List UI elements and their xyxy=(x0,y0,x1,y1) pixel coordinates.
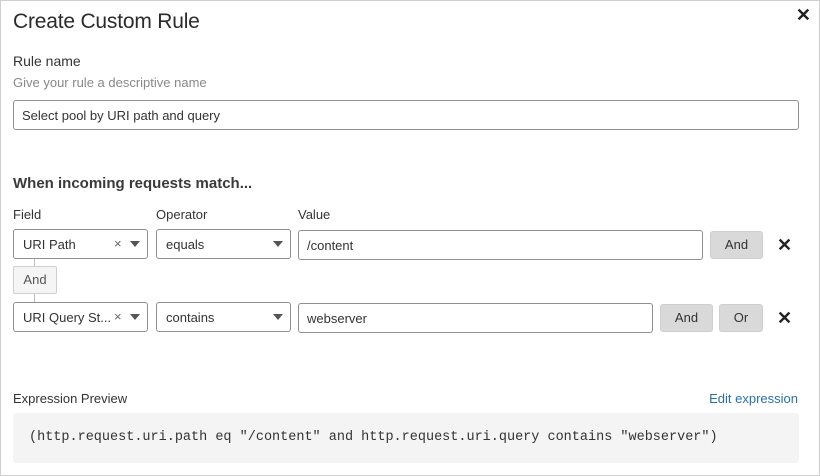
dialog-title: Create Custom Rule xyxy=(13,10,200,33)
and-button-row-2[interactable]: And xyxy=(660,304,713,332)
operator-select-row-1[interactable]: equals xyxy=(156,229,291,259)
clear-icon[interactable]: × xyxy=(114,236,122,251)
field-select-value: URI Query St... xyxy=(23,310,111,325)
value-input-row-1[interactable] xyxy=(298,230,703,260)
expression-preview-label: Expression Preview xyxy=(13,391,128,406)
value-input-row-2[interactable] xyxy=(298,303,653,333)
field-column-label: Field xyxy=(13,207,42,222)
conditions-heading: When incoming requests match... xyxy=(13,175,253,192)
chevron-down-icon xyxy=(273,241,283,247)
value-column-label: Value xyxy=(298,207,331,222)
connector-line xyxy=(34,259,35,267)
expression-preview: (http.request.uri.path eq "/content" and… xyxy=(13,413,799,463)
chevron-down-icon xyxy=(273,314,283,320)
operator-select-row-2[interactable]: contains xyxy=(156,302,291,332)
rule-name-hint: Give your rule a descriptive name xyxy=(13,75,207,90)
remove-condition-icon-row-1[interactable]: ✕ xyxy=(777,235,793,255)
field-select-row-2[interactable]: URI Query St... × xyxy=(13,302,148,332)
remove-condition-icon-row-2[interactable]: ✕ xyxy=(777,308,793,328)
and-connector-tag: And xyxy=(13,266,57,294)
clear-icon[interactable]: × xyxy=(114,309,122,324)
chevron-down-icon xyxy=(130,241,140,247)
rule-name-label: Rule name xyxy=(13,53,81,69)
connector-line xyxy=(34,294,35,303)
edit-expression-link[interactable]: Edit expression xyxy=(709,391,798,406)
field-select-value: URI Path xyxy=(23,237,76,252)
close-icon[interactable]: ✕ xyxy=(795,5,811,25)
and-button-row-1[interactable]: And xyxy=(710,231,763,259)
chevron-down-icon xyxy=(130,314,140,320)
operator-column-label: Operator xyxy=(156,207,208,222)
field-select-row-1[interactable]: URI Path × xyxy=(13,229,148,259)
or-button-row-2[interactable]: Or xyxy=(719,304,763,332)
operator-select-value: contains xyxy=(166,310,215,325)
operator-select-value: equals xyxy=(166,237,205,252)
rule-name-input[interactable] xyxy=(13,100,799,130)
